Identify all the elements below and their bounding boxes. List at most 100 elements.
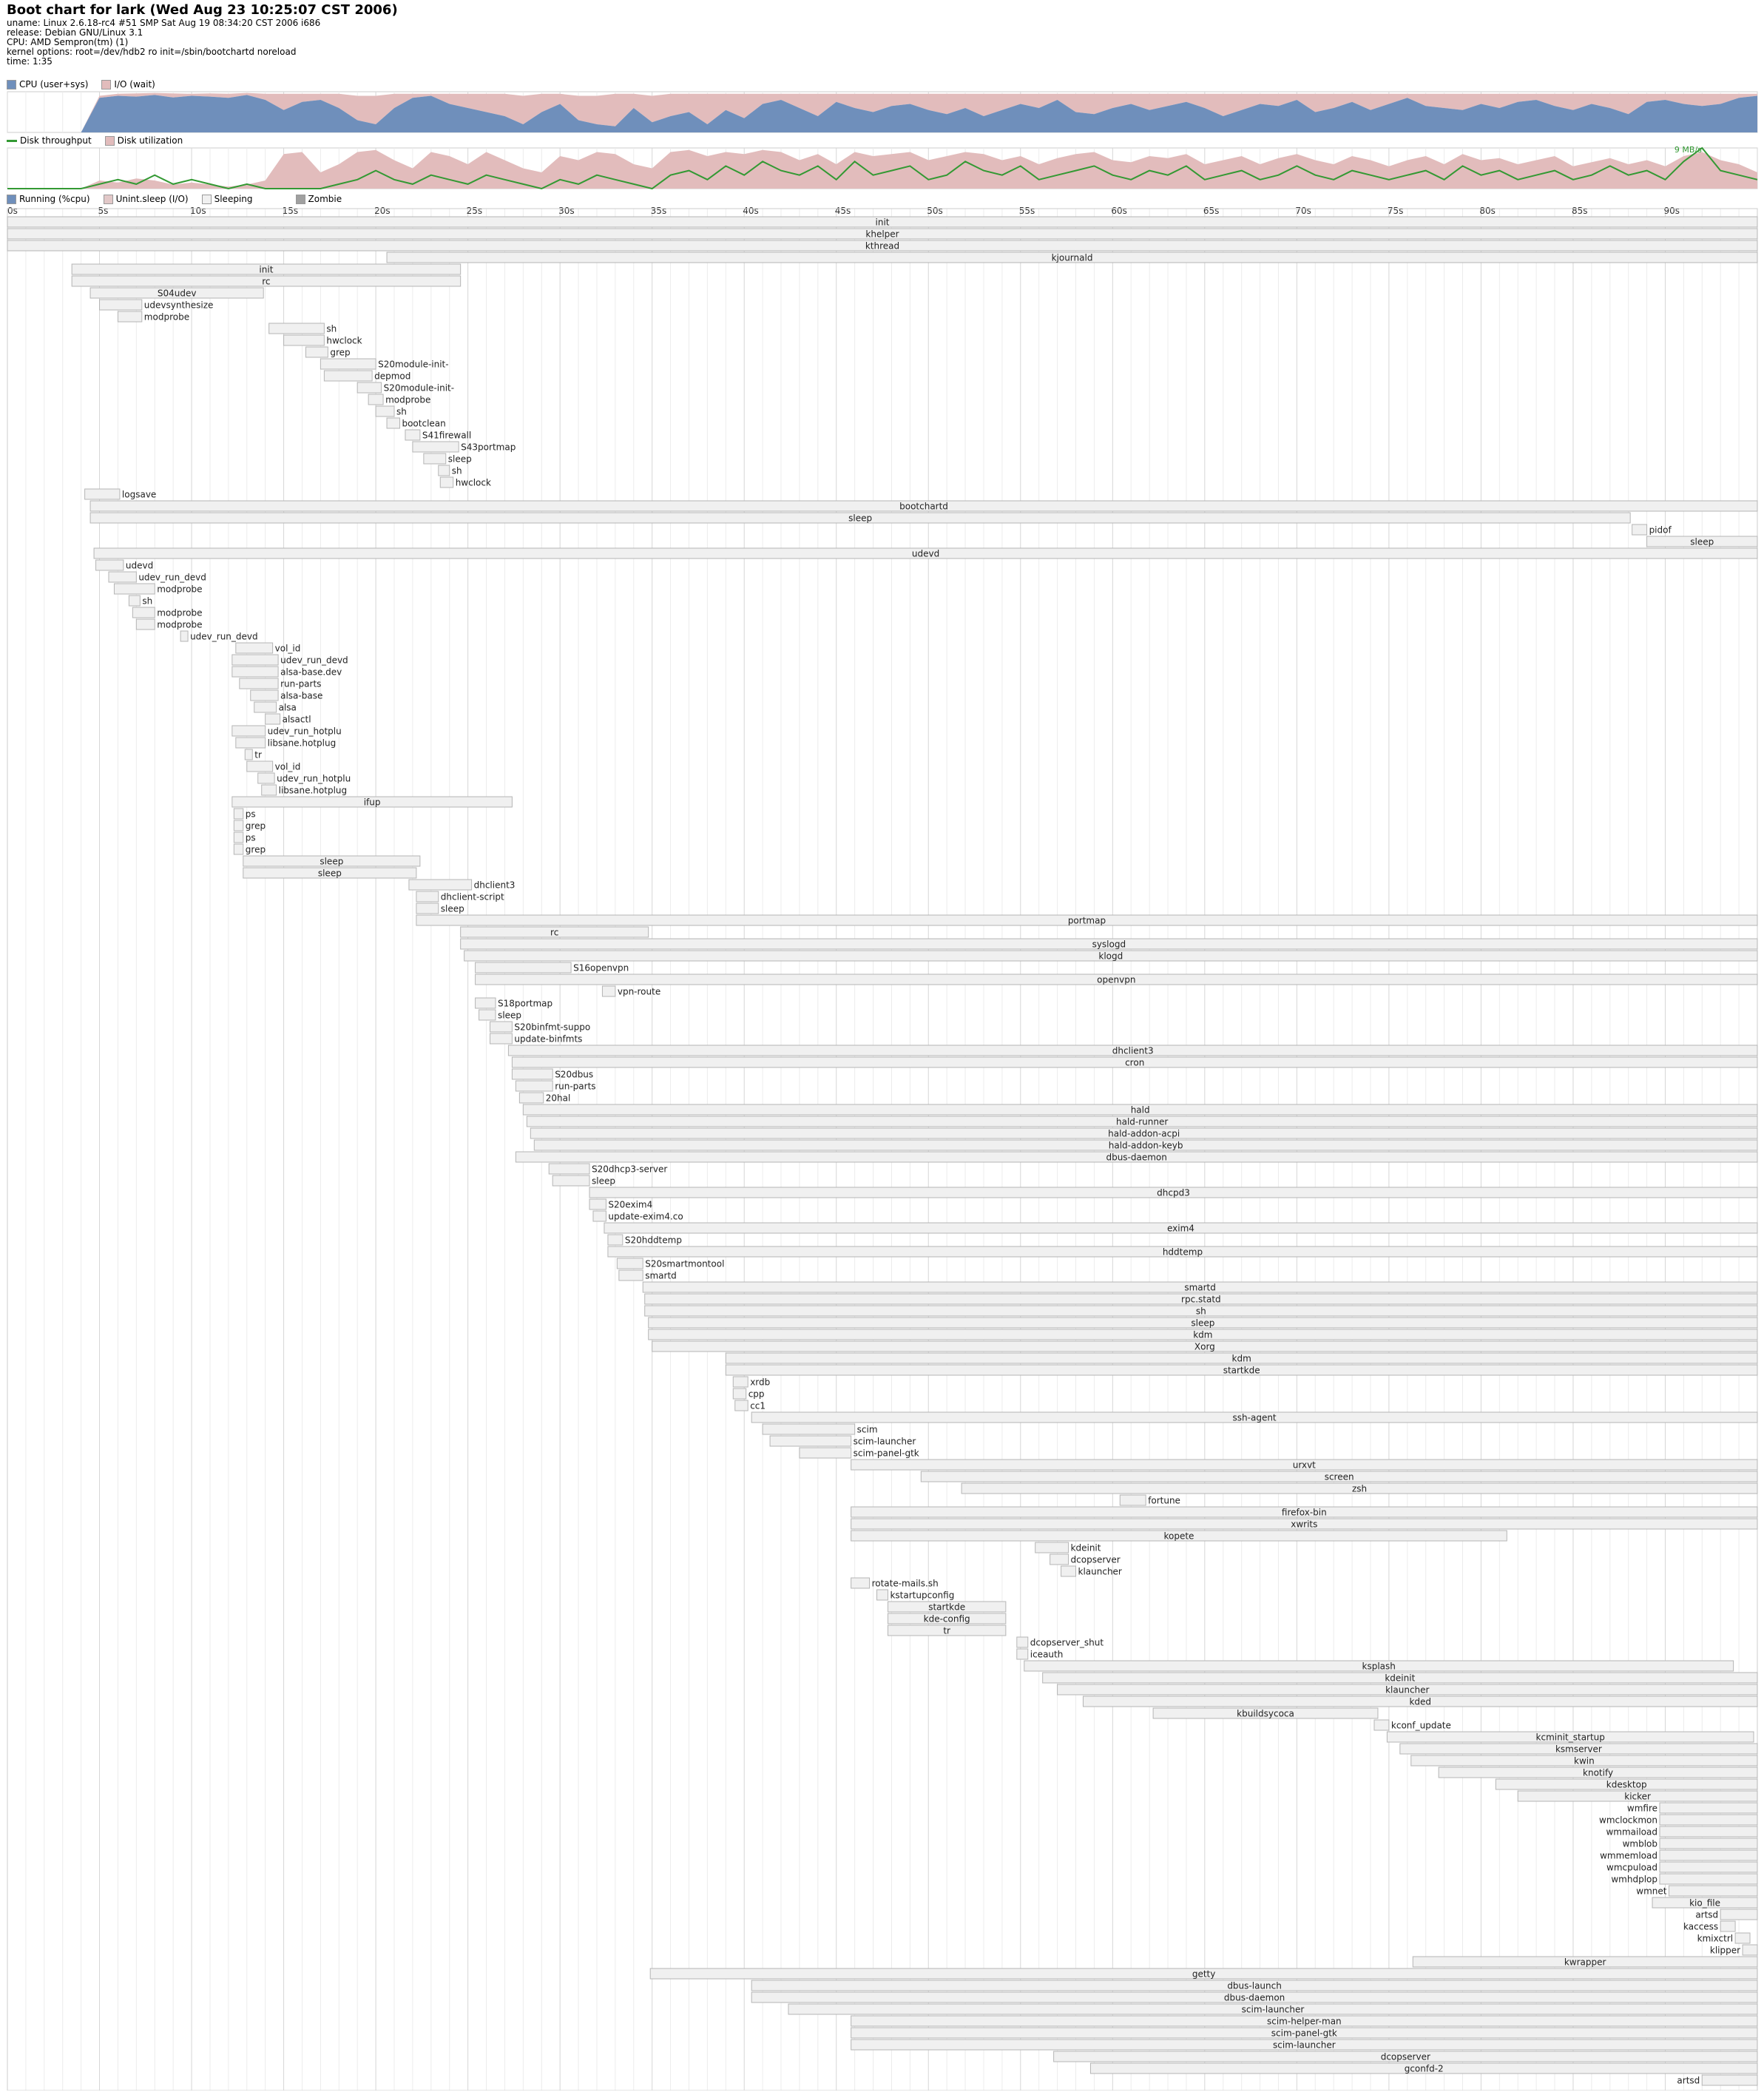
process-bar [386, 417, 400, 429]
process-label: sh [142, 596, 152, 607]
process-bar [1016, 1648, 1029, 1660]
process-bar [920, 1471, 1758, 1482]
process-bar [268, 323, 325, 334]
process-bar [648, 1329, 1758, 1340]
process-label: kcminit_startup [1536, 1732, 1605, 1743]
process-bar [851, 1506, 1758, 1518]
process-label: pidof [1649, 525, 1672, 536]
chart-header: Boot chart for lark (Wed Aug 23 10:25:07… [7, 2, 398, 67]
max-throughput-label: 9 MB/s [1675, 146, 1702, 155]
process-label: hald-runner [1116, 1117, 1168, 1127]
process-bar [851, 1518, 1758, 1530]
io-swatch [101, 79, 112, 90]
time-tick-label: 10s [190, 206, 206, 216]
process-label: khelper [865, 229, 899, 240]
process-legend: Running (%cpu) Unint.sleep (I/O) Sleepin… [7, 194, 342, 204]
process-label: modprobe [385, 395, 430, 405]
process-label: syslogd [1092, 939, 1126, 950]
process-label: fortune [1148, 1496, 1180, 1506]
process-label: dcopserver_shut [1030, 1638, 1104, 1648]
chart-title: Boot chart for lark (Wed Aug 23 10:25:07… [7, 2, 398, 18]
process-bar [95, 559, 124, 571]
process-label: ksmserver [1555, 1744, 1602, 1755]
process-label: sleep [1191, 1318, 1214, 1329]
process-bar [84, 488, 121, 500]
process-bar [305, 346, 328, 358]
process-bar [232, 725, 266, 737]
process-label: smartd [645, 1271, 677, 1281]
process-label: wmfire [1627, 1803, 1657, 1814]
process-bar [589, 1187, 1758, 1198]
process-bar [386, 252, 1758, 263]
process-label: artsd [1695, 1910, 1718, 1920]
process-label: logsave [122, 490, 156, 500]
process-bar [233, 808, 244, 820]
process-bar [511, 1068, 553, 1080]
process-bar [1057, 1684, 1758, 1695]
process-bar [89, 287, 264, 299]
disk-chart: 9 MB/s [7, 146, 1758, 190]
kernel-line: kernel options: root=/dev/hdb2 ro init=/… [7, 47, 297, 57]
process-label: ifup [364, 797, 381, 808]
process-bar [851, 2027, 1758, 2039]
process-bar [644, 1305, 1758, 1317]
process-label: kaccess [1683, 1922, 1718, 1932]
process-bar [552, 1175, 590, 1187]
process-label: hald-addon-acpi [1108, 1129, 1180, 1139]
process-label: modprobe [157, 584, 202, 595]
process-bar [475, 997, 496, 1009]
process-bar [475, 974, 1758, 985]
process-label: S04udev [158, 289, 197, 299]
process-label: wmnet [1636, 1886, 1666, 1897]
process-label: klauncher [1078, 1567, 1122, 1577]
process-label: exim4 [1167, 1224, 1194, 1234]
process-bar [851, 1530, 1507, 1542]
process-bar [180, 630, 189, 642]
zombie-legend-label: Zombie [308, 194, 342, 204]
sleeping-legend-label: Sleeping [214, 194, 253, 204]
process-label: udev_run_devd [190, 632, 258, 642]
process-bar [589, 1198, 606, 1210]
process-label: sh [326, 324, 337, 334]
process-label: udevd [126, 561, 153, 571]
process-label: xrdb [750, 1377, 770, 1388]
process-label: 20hal [546, 1093, 571, 1104]
cpu-line: CPU: AMD Sempron(tm) (1) [7, 37, 129, 47]
process-label: kbuildsycoca [1237, 1709, 1294, 1719]
process-bar [1734, 1932, 1751, 1944]
process-bar [515, 1080, 553, 1092]
process-bar [732, 1376, 748, 1388]
process-bar [648, 1317, 1758, 1329]
process-label: kconf_update [1391, 1721, 1451, 1731]
time-tick-label: 15s [283, 206, 299, 216]
process-bar [649, 1968, 1758, 1980]
process-bar [1053, 2051, 1758, 2062]
process-bar [1061, 1565, 1077, 1577]
process-label: kdesktop [1606, 1780, 1647, 1790]
process-bar [460, 938, 1758, 950]
process-bar [490, 1021, 513, 1033]
process-bar [233, 843, 244, 855]
process-bar [762, 1423, 856, 1435]
process-label: sleep [448, 454, 472, 465]
unint-legend-label: Unint.sleep (I/O) [115, 194, 189, 204]
process-label: scim-panel-gtk [854, 1448, 919, 1459]
time-tick-label: 55s [1019, 206, 1035, 216]
process-bar [851, 2039, 1758, 2051]
process-bar [799, 1447, 852, 1459]
process-bar [751, 1991, 1758, 2003]
process-label: grep [246, 821, 266, 831]
process-bar [1119, 1494, 1146, 1506]
process-label: sh [396, 407, 407, 417]
time-tick-label: 0s [7, 206, 18, 216]
process-bar [607, 1234, 624, 1246]
process-bar [1410, 1755, 1758, 1767]
time-tick-label: 30s [558, 206, 575, 216]
process-bar [1720, 1909, 1758, 1920]
process-bar [135, 618, 155, 630]
process-label: hwclock [456, 478, 491, 488]
process-label: scim-launcher [854, 1437, 916, 1447]
process-label: udevd [912, 549, 939, 559]
disk-legend: Disk throughput Disk utilization [7, 135, 183, 146]
process-label: udev_run_devd [138, 573, 206, 583]
